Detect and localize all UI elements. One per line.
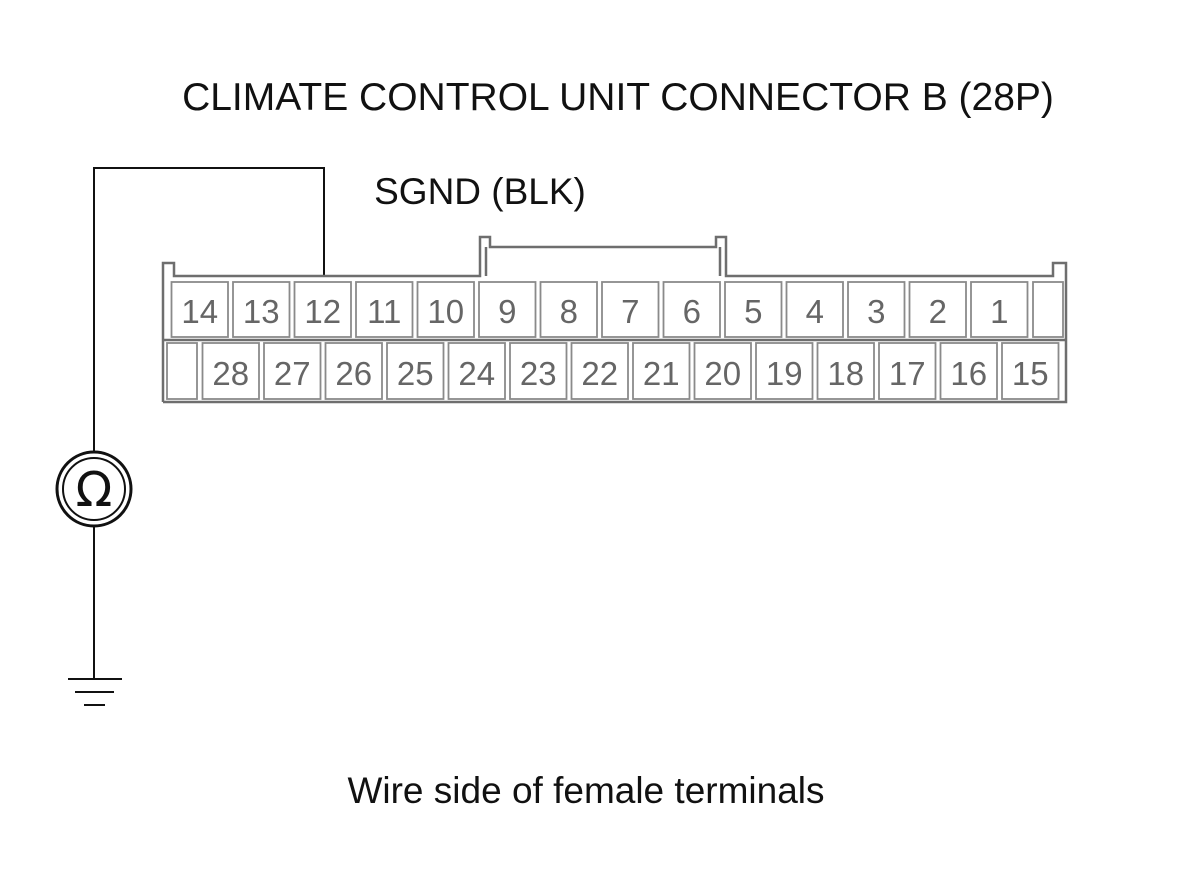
- pin-number: 20: [704, 355, 741, 392]
- pin-cavity-outline: [908, 281, 967, 338]
- pin-cavity-outline: [693, 342, 752, 400]
- pin-cavity: 9: [478, 281, 537, 338]
- connector-bottom-row: 28 27 26 25 24 23 22 21 20 19 18 17 16 15: [201, 342, 1060, 400]
- pin-number: 7: [621, 293, 639, 330]
- wire-label: SGND (BLK): [374, 171, 586, 212]
- pin-cavity-outline: [293, 281, 352, 338]
- pin-cavity-outline: [632, 342, 691, 400]
- pin-cavity: 28: [201, 342, 260, 400]
- pin-cavity-outline: [263, 342, 322, 400]
- ohm-symbol: Ω: [76, 462, 113, 518]
- pin-number: 19: [766, 355, 803, 392]
- pin-cavity: 12: [293, 281, 352, 338]
- pin-cavity: 18: [816, 342, 875, 400]
- pin-number: 25: [397, 355, 434, 392]
- pin-number: 4: [806, 293, 824, 330]
- test-lead-wire: [93, 167, 325, 452]
- pin-cavity: 1: [970, 281, 1029, 338]
- pin-number: 5: [744, 293, 762, 330]
- pin-cavity-outline: [724, 281, 783, 338]
- pin-cavity-outline: [355, 281, 414, 338]
- pin-cavity-outline: [201, 342, 260, 400]
- pin-cavity: 17: [878, 342, 937, 400]
- pin-number: 11: [367, 293, 401, 330]
- pin-cavity-outline: [785, 281, 844, 338]
- pin-number: 3: [867, 293, 885, 330]
- connector-housing: [161, 235, 1068, 404]
- pin-cavity-outline: [509, 342, 568, 400]
- pin-cavity: 22: [570, 342, 629, 400]
- pin-cavity: 3: [847, 281, 906, 338]
- pin-number: 27: [274, 355, 311, 392]
- view-caption: Wire side of female terminals: [347, 770, 824, 811]
- pin-cavity: 15: [1001, 342, 1060, 400]
- pin-cavity: 23: [509, 342, 568, 400]
- pin-cavity: 16: [939, 342, 998, 400]
- pin-cavity-outline: [232, 281, 291, 338]
- ohmmeter-icon: Ω: [55, 450, 133, 528]
- pin-cavity-outline: [539, 281, 598, 338]
- pin-cavity: 4: [785, 281, 844, 338]
- pin-number: 24: [458, 355, 495, 392]
- pin-cavity: 8: [539, 281, 598, 338]
- pin-cavity-outline: [878, 342, 937, 400]
- pin-cavity-outline: [170, 281, 229, 338]
- pin-cavity-outline: [478, 281, 537, 338]
- pin-cavity: 5: [724, 281, 783, 338]
- pin-cavity-outline: [570, 342, 629, 400]
- pin-cavity: 7: [601, 281, 660, 338]
- pin-cavity-outline: [847, 281, 906, 338]
- pin-number: 13: [243, 293, 280, 330]
- pin-number: 23: [520, 355, 557, 392]
- pin-cavity-outline: [939, 342, 998, 400]
- pin-cavity: 24: [447, 342, 506, 400]
- pin-cavity-outline: [386, 342, 445, 400]
- pin-cavity: 20: [693, 342, 752, 400]
- pin-cavity: 25: [386, 342, 445, 400]
- pin-number: 12: [304, 293, 341, 330]
- pin-cavity: 6: [662, 281, 721, 338]
- pin-cavity: 19: [755, 342, 814, 400]
- blank-cavity: [1032, 281, 1064, 338]
- pin-number: 26: [335, 355, 372, 392]
- pin-number: 21: [643, 355, 680, 392]
- ground-icon: [68, 678, 122, 706]
- pin-number: 14: [181, 293, 218, 330]
- pin-number: 17: [889, 355, 926, 392]
- pin-number: 15: [1012, 355, 1049, 392]
- connector-top-row: 14 13 12 11 10 9 8 7 6 5 4 3 2 1: [170, 281, 1029, 338]
- pin-number: 18: [827, 355, 864, 392]
- blank-cavity: [166, 342, 198, 400]
- pin-cavity-outline: [755, 342, 814, 400]
- pin-cavity-outline: [416, 281, 475, 338]
- pin-number: 1: [990, 293, 1008, 330]
- pin-cavity: 26: [324, 342, 383, 400]
- pin-cavity-outline: [601, 281, 660, 338]
- pin-cavity: 14: [170, 281, 229, 338]
- pin-number: 28: [212, 355, 249, 392]
- pin-cavity-outline: [970, 281, 1029, 338]
- pin-cavity: 2: [908, 281, 967, 338]
- pin-number: 10: [427, 293, 464, 330]
- pin-cavity: 13: [232, 281, 291, 338]
- pin-cavity: 27: [263, 342, 322, 400]
- pin-cavity-outline: [324, 342, 383, 400]
- pin-cavity: 21: [632, 342, 691, 400]
- pin-cavity: 10: [416, 281, 475, 338]
- pin-cavity-outline: [447, 342, 506, 400]
- pin-number: 9: [498, 293, 516, 330]
- pin-number: 6: [683, 293, 701, 330]
- pin-number: 16: [950, 355, 987, 392]
- pin-number: 22: [581, 355, 618, 392]
- pin-cavity-outline: [1001, 342, 1060, 400]
- pin-cavity-outline: [816, 342, 875, 400]
- pin-cavity-outline: [662, 281, 721, 338]
- pin-number: 2: [929, 293, 947, 330]
- pin-cavity: 11: [355, 281, 414, 338]
- diagram-title: CLIMATE CONTROL UNIT CONNECTOR B (28P): [182, 76, 1054, 119]
- pin-number: 8: [560, 293, 578, 330]
